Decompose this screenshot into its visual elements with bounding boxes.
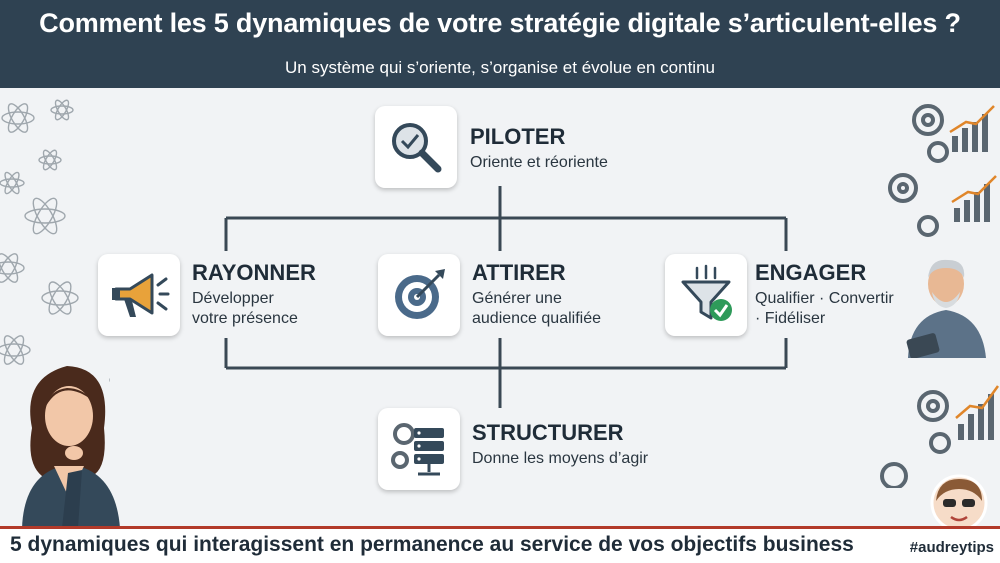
page-subtitle: Un système qui s’oriente, s’organise et … [285,58,715,77]
rayonner-label: RAYONNER Développer votre présence [192,260,316,329]
piloter-title: PILOTER [470,124,566,149]
target-icon [395,269,445,319]
structurer-label: STRUCTURER Donne les moyens d’agir [472,420,648,469]
funnel-check-icon [681,264,732,321]
attirer-description-line2: audience qualifiée [472,310,601,327]
rayonner-description-line2: votre présence [192,310,298,327]
gear-chart-decoration-right [880,104,1000,488]
rayonner-card [98,254,180,336]
engager-title: ENGAGER [755,260,867,285]
woman-illustration [22,366,120,528]
piloter-card [375,106,457,188]
rayonner-description-line1: Développer [192,290,274,307]
attirer-card [378,254,460,336]
attirer-label: ATTIRER Générer une audience qualifiée [472,260,601,329]
diagram-canvas: PILOTER Oriente et réoriente RAYONNER Dé… [0,88,1000,531]
footer-bar [0,529,1000,563]
magnifier-check-icon [392,123,442,173]
structurer-title: STRUCTURER [472,420,624,445]
engager-card [665,254,747,336]
structurer-description: Donne les moyens d’agir [472,450,649,467]
piloter-label: PILOTER Oriente et réoriente [470,124,608,173]
structurer-card [378,408,460,490]
megaphone-icon [112,273,170,317]
piloter-description: Oriente et réoriente [470,154,608,171]
attirer-title: ATTIRER [472,260,566,285]
footer-accent-line [0,526,1000,529]
footer-hashtag: #audreytips [909,539,994,556]
engager-label: ENGAGER Qualifier · Convertir · Fidélise… [755,260,894,329]
engager-description-line2: · Fidéliser [755,310,826,327]
server-gear-icon [391,423,444,476]
avatar [930,474,988,531]
man-illustration [906,259,986,358]
page-title: Comment les 5 dynamiques de votre straté… [39,8,961,38]
attirer-description-line1: Générer une [472,290,562,307]
engager-description-line1: Qualifier · Convertir [755,290,894,307]
footer-caption: 5 dynamiques qui interagissent en perman… [10,533,854,556]
connector-lines [224,186,788,408]
header-banner: Comment les 5 dynamiques de votre straté… [0,0,1000,88]
rayonner-title: RAYONNER [192,260,316,285]
atom-decoration-left [0,99,110,383]
